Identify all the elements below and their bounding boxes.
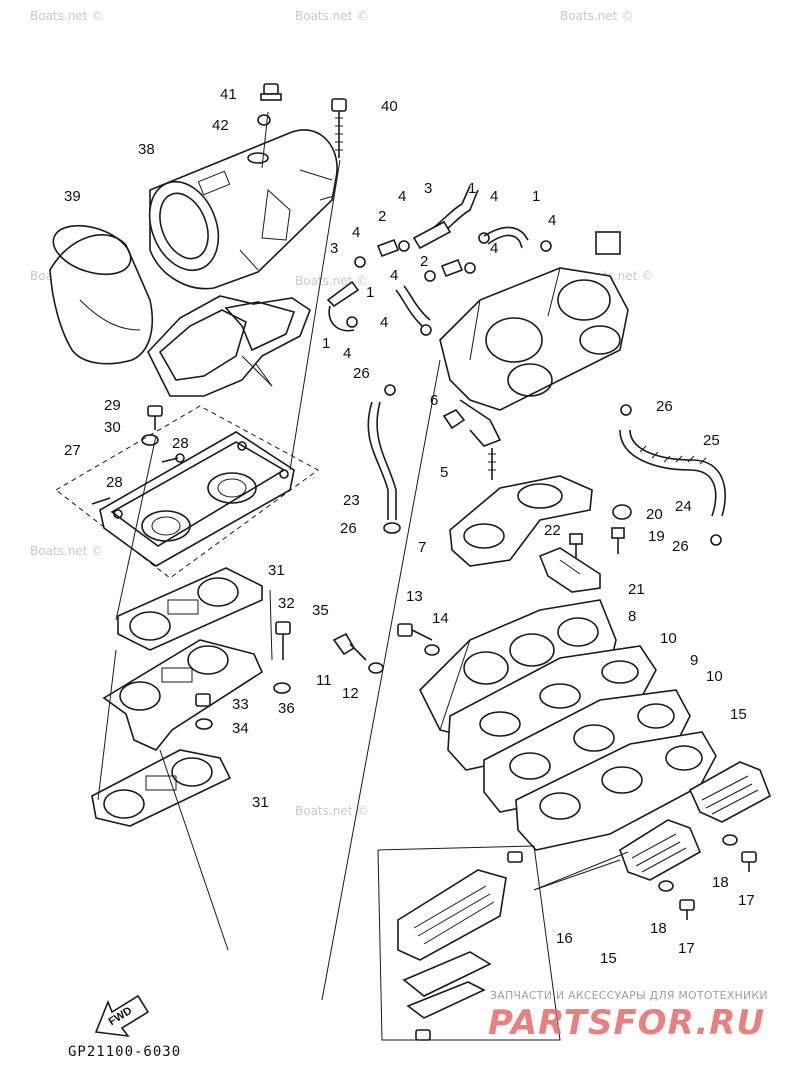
callout-label: 9 bbox=[690, 652, 698, 669]
callout-label: 1 bbox=[532, 188, 540, 205]
callout-label: 6 bbox=[430, 392, 438, 409]
callout-label: 28 bbox=[106, 474, 123, 491]
callout-label: 35 bbox=[312, 602, 329, 619]
callout-label: 31 bbox=[252, 794, 269, 811]
callout-label: 42 bbox=[212, 117, 229, 134]
callout-label: 18 bbox=[712, 874, 729, 891]
callout-label: 39 bbox=[64, 188, 81, 205]
callout-label: 21 bbox=[628, 581, 645, 598]
callout-label: 13 bbox=[406, 588, 423, 605]
diagram-code: GP21100-6030 bbox=[68, 1044, 182, 1060]
callout-label: 4 bbox=[548, 212, 556, 229]
callout-label: 25 bbox=[703, 432, 720, 449]
callout-label: 18 bbox=[650, 920, 667, 937]
watermark-text: Boats.net © bbox=[560, 9, 633, 23]
callout-label: 4 bbox=[490, 188, 498, 205]
callout-label: 1 bbox=[366, 284, 374, 301]
callout-label: 3 bbox=[330, 240, 338, 257]
callout-label: 11 bbox=[316, 672, 332, 689]
callout-label: 34 bbox=[232, 720, 249, 737]
callout-label: 14 bbox=[432, 610, 449, 627]
callout-labels: 41 42 40 38 39 3 1 1 4 4 2 4 4 3 4 2 4 1… bbox=[64, 86, 755, 967]
callout-label: 7 bbox=[418, 539, 426, 556]
callout-label: 2 bbox=[420, 253, 428, 270]
watermark-text: Boats.net © bbox=[295, 274, 368, 288]
callout-label: 16 bbox=[556, 930, 573, 947]
watermark-text: Boats.net © bbox=[30, 9, 103, 23]
callout-label: 4 bbox=[490, 240, 498, 257]
callout-label: 4 bbox=[398, 188, 406, 205]
callout-label: 17 bbox=[738, 892, 755, 909]
callout-label: 2 bbox=[378, 208, 386, 225]
callout-label: 20 bbox=[646, 506, 663, 523]
callout-label: 17 bbox=[678, 940, 695, 957]
callout-label: 4 bbox=[380, 314, 388, 331]
watermark-text: Boats.net © bbox=[30, 544, 103, 558]
callout-label: 40 bbox=[381, 98, 398, 115]
watermark-text: Boats.net © bbox=[295, 804, 368, 818]
callout-label: 28 bbox=[172, 435, 189, 452]
callout-label: 26 bbox=[672, 538, 689, 555]
callout-label: 32 bbox=[278, 595, 295, 612]
callout-label: 15 bbox=[600, 950, 617, 967]
callout-label: 41 bbox=[220, 86, 237, 103]
callout-label: 12 bbox=[342, 685, 359, 702]
callout-label: 23 bbox=[343, 492, 360, 509]
callout-label: 29 bbox=[104, 397, 121, 414]
callout-label: 1 bbox=[468, 180, 476, 197]
callout-label: 4 bbox=[343, 345, 351, 362]
callout-label: 26 bbox=[340, 520, 357, 537]
callout-label: 31 bbox=[268, 562, 285, 579]
callout-label: 26 bbox=[656, 398, 673, 415]
parts-artwork bbox=[49, 83, 771, 1041]
callout-label: 15 bbox=[730, 706, 747, 723]
callout-label: 10 bbox=[706, 668, 723, 685]
callout-label: 1 bbox=[322, 335, 330, 352]
callout-label: 36 bbox=[278, 700, 295, 717]
brand-tagline: ЗАПЧАСТИ И АКСЕССУАРЫ ДЛЯ МОТОТЕХНИКИ bbox=[490, 989, 768, 1002]
callout-label: 26 bbox=[353, 365, 370, 382]
watermark-text: Boats.net © bbox=[295, 9, 368, 23]
callout-label: 8 bbox=[628, 608, 636, 625]
callout-label: 3 bbox=[424, 180, 432, 197]
callout-label: 27 bbox=[64, 442, 81, 459]
callout-label: 38 bbox=[138, 141, 155, 158]
callout-label: 33 bbox=[232, 696, 249, 713]
callout-label: 4 bbox=[352, 224, 360, 241]
callout-label: 10 bbox=[660, 630, 677, 647]
callout-label: 19 bbox=[648, 528, 665, 545]
callout-label: 24 bbox=[675, 498, 692, 515]
callout-label: 4 bbox=[390, 267, 398, 284]
callout-label: 22 bbox=[544, 522, 561, 539]
brand-logo: PARTSFOR.RU bbox=[488, 1003, 766, 1043]
callout-label: 5 bbox=[440, 464, 448, 481]
callout-label: 30 bbox=[104, 419, 121, 436]
